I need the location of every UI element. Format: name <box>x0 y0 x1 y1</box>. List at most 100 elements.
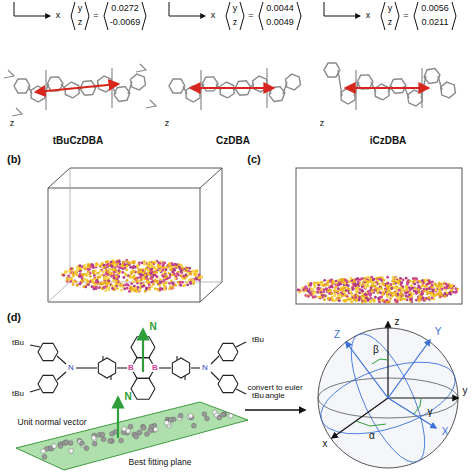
atom <box>127 274 130 277</box>
axis-label: z <box>320 119 325 128</box>
atom <box>153 280 156 283</box>
atom <box>418 300 421 303</box>
atom <box>324 284 327 287</box>
atom <box>149 277 152 280</box>
atom <box>148 428 153 433</box>
bond <box>191 367 200 368</box>
atom <box>455 290 458 293</box>
vector-value: 0.0049 <box>266 18 294 27</box>
atom <box>72 280 75 283</box>
atom <box>415 277 418 280</box>
atom <box>386 276 389 279</box>
atom <box>179 284 182 287</box>
atom <box>426 292 429 295</box>
axis <box>324 2 360 16</box>
atom <box>202 412 207 417</box>
bracket <box>395 2 399 30</box>
equals-sign: = <box>93 11 98 20</box>
atom <box>316 290 319 293</box>
atom <box>386 299 389 302</box>
atom <box>115 261 118 264</box>
atom <box>150 272 153 275</box>
atom <box>182 267 185 270</box>
atom <box>383 279 386 282</box>
atom <box>377 297 380 300</box>
atom <box>356 277 359 280</box>
atom <box>318 288 321 291</box>
methyl-bond <box>184 376 185 380</box>
atom <box>314 286 317 289</box>
atom <box>126 283 129 286</box>
atom <box>395 280 398 283</box>
atom <box>372 298 375 301</box>
atom <box>116 287 119 290</box>
annotation: Unit normal vector <box>17 418 88 427</box>
atom <box>150 281 153 284</box>
atom <box>385 291 388 294</box>
atom <box>435 290 438 293</box>
atom <box>95 284 98 287</box>
axis-label: z <box>10 119 15 128</box>
atom <box>103 264 106 267</box>
atom <box>121 271 124 274</box>
atom <box>389 297 392 300</box>
molecule-bond <box>111 68 112 108</box>
atom <box>80 280 83 283</box>
atom <box>186 268 189 271</box>
atom <box>394 276 397 279</box>
atom <box>358 299 361 302</box>
atom <box>125 274 128 277</box>
atom <box>192 279 195 282</box>
atom <box>95 287 98 290</box>
atom <box>332 280 335 283</box>
atom <box>192 278 195 281</box>
atom <box>428 287 431 290</box>
atom <box>205 416 210 421</box>
bond <box>211 372 219 380</box>
axis-label: x <box>211 11 216 20</box>
atom <box>347 297 350 300</box>
atom <box>154 287 157 290</box>
atom <box>110 272 113 275</box>
equals-sign: = <box>403 11 408 20</box>
atom <box>424 297 427 300</box>
atom <box>426 283 429 286</box>
atom <box>189 273 192 276</box>
atom <box>395 276 398 279</box>
vector-label: N <box>149 322 156 333</box>
atom <box>378 283 381 286</box>
atom <box>95 262 98 265</box>
atom <box>314 291 317 294</box>
atom <box>313 283 316 286</box>
atom <box>366 290 369 293</box>
atom <box>372 278 375 281</box>
atom <box>71 268 74 271</box>
simulation-box <box>200 188 201 302</box>
molecule-bond <box>438 76 442 90</box>
atom <box>106 273 109 276</box>
atom <box>319 295 322 298</box>
atom <box>387 289 390 292</box>
atom <box>93 277 96 280</box>
bond <box>211 356 219 364</box>
atom <box>132 281 135 284</box>
atom <box>307 295 310 298</box>
atom <box>139 276 142 279</box>
atom <box>97 276 100 279</box>
atom <box>138 270 141 273</box>
axis-label: Z <box>334 330 340 341</box>
atom <box>162 282 165 285</box>
atom <box>311 289 314 292</box>
atom <box>153 261 156 264</box>
tbu-group <box>146 100 156 108</box>
atom <box>58 444 63 449</box>
phenyl-ring <box>172 358 189 378</box>
atom <box>129 276 132 279</box>
atom <box>355 291 358 294</box>
atom <box>334 292 337 295</box>
atom <box>392 282 395 285</box>
atom <box>422 297 425 300</box>
atom <box>380 295 383 298</box>
atom <box>394 276 397 279</box>
atom <box>173 272 176 275</box>
